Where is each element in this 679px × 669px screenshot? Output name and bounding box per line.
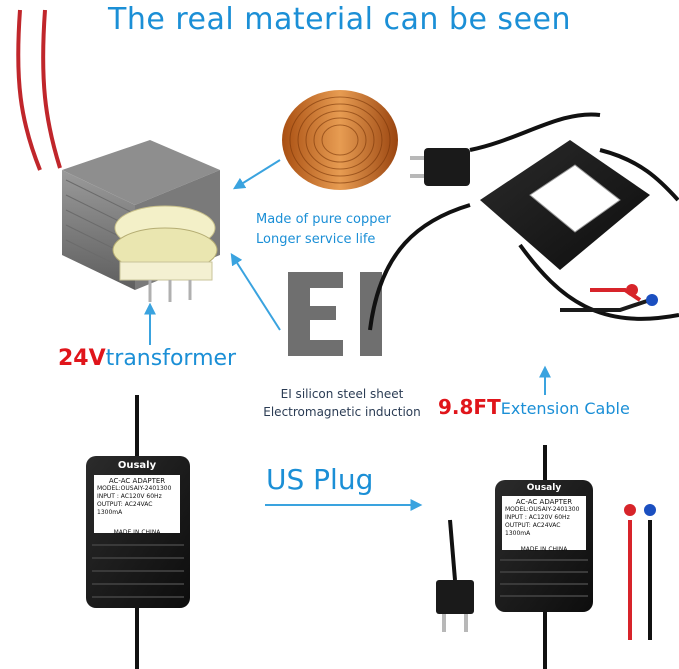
- adapter-bottom-left-image: [86, 395, 190, 669]
- copper-coil-image: [282, 90, 398, 190]
- adapter-right-type: AC-AC ADAPTER: [515, 498, 573, 506]
- copper-line1: Made of pure copper: [256, 212, 391, 227]
- cable-caption: 9.8FTExtension Cable: [438, 394, 630, 422]
- copper-caption: Made of pure copper Longer service life: [256, 210, 391, 250]
- annotation-arrows: [144, 159, 551, 511]
- transformer-image: [16, 9, 220, 302]
- transformer-voltage: 24V: [58, 346, 106, 371]
- adapter-left-origin: MADE IN CHINA: [113, 529, 161, 536]
- arrow-copper-to-coil: [232, 159, 281, 190]
- transformer-caption: 24Vtransformer: [58, 344, 236, 374]
- adapter-left-input: INPUT : AC120V 60Hz: [97, 493, 162, 500]
- ei-steel-sheet-image: [288, 272, 382, 356]
- adapter-right-label: AC-AC ADAPTER MODEL:OUSAIY-2401300 INPUT…: [502, 496, 586, 556]
- adapter-right-output: OUTPUT: AC24VAC 1300mA: [505, 522, 561, 537]
- cable-word: Extension Cable: [500, 399, 630, 418]
- adapter-right-input: INPUT : AC120V 60Hz: [505, 514, 570, 521]
- cable-length: 9.8FT: [438, 395, 501, 419]
- adapter-right-model: MODEL:OUSAIY-2401300: [505, 506, 580, 513]
- adapter-right-brand: Ousaly: [526, 483, 562, 493]
- steel-line2: Electromagnetic induction: [263, 405, 421, 419]
- adapter-top-image: [368, 112, 679, 331]
- adapter-right-origin: MADE IN CHINA: [520, 546, 568, 553]
- us-plug-label: US Plug: [266, 463, 374, 496]
- arrow-steel-to-core: [230, 252, 281, 331]
- adapter-left-model: MODEL:OUSAIY-2401300: [97, 485, 172, 492]
- copper-line2: Longer service life: [256, 232, 376, 247]
- steel-line1: EI silicon steel sheet: [280, 387, 404, 401]
- steel-caption: EI silicon steel sheet Electromagnetic i…: [262, 385, 422, 421]
- adapter-left-label: AC-AC ADAPTER MODEL:OUSAIY-2401300 INPUT…: [94, 475, 180, 539]
- transformer-word: transformer: [105, 346, 237, 371]
- adapter-left-brand: Ousaly: [117, 460, 157, 471]
- adapter-bottom-right-image: [436, 445, 656, 669]
- headline: The real material can be seen: [108, 2, 571, 37]
- adapter-left-output: OUTPUT: AC24VAC 1300mA: [97, 501, 153, 516]
- adapter-left-type: AC-AC ADAPTER: [108, 477, 166, 485]
